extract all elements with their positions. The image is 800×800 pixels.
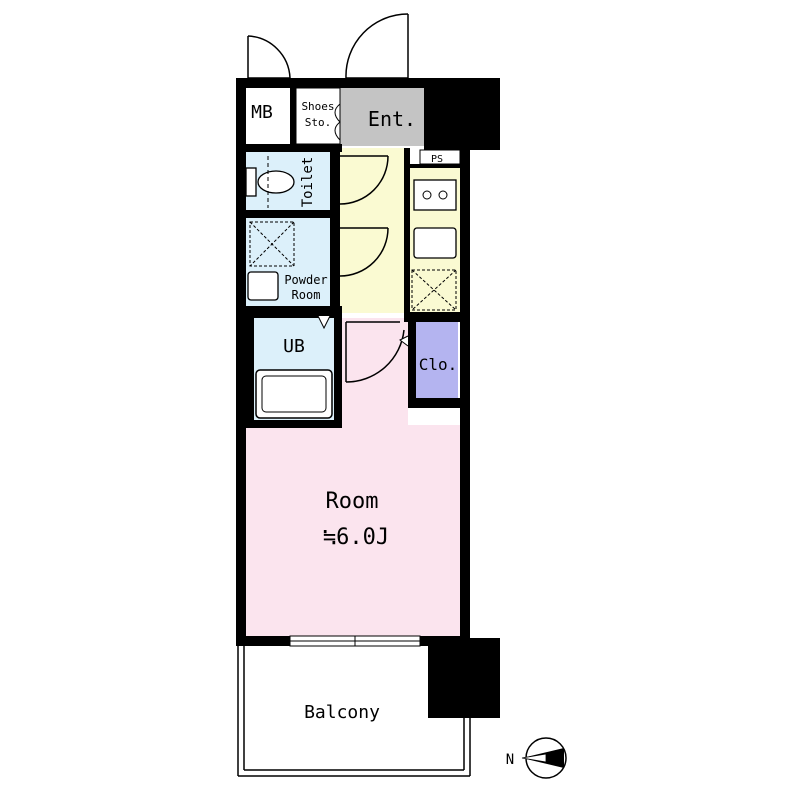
powder-room-label-2: Room	[292, 288, 321, 302]
toilet-label: Toilet	[300, 157, 316, 208]
mb-box	[246, 88, 290, 144]
corridor-area	[340, 148, 408, 313]
room-entry-area	[342, 318, 408, 428]
wall-kitchen-top	[404, 164, 468, 168]
wall-top	[236, 78, 500, 88]
compass-icon	[521, 737, 567, 779]
fridge-space-icon	[411, 269, 457, 311]
north-label: N	[506, 752, 514, 768]
wall-kitchen-bottom	[404, 312, 468, 322]
wall-toilet-powder	[246, 210, 334, 218]
wall-mb-divider	[290, 88, 296, 144]
wall-toilet-right	[330, 152, 340, 314]
mb-door	[247, 35, 291, 79]
powder-room-label-1: Powder	[284, 273, 327, 287]
toilet-icon	[245, 167, 295, 197]
wall-closet-bottom	[408, 398, 468, 408]
entrance-door	[345, 13, 409, 79]
entrance-label: Ent.	[368, 107, 416, 131]
wall-closet-left	[408, 318, 416, 408]
stove-icon	[413, 179, 457, 211]
wall-ub-top	[246, 306, 342, 318]
pillar-bottom-right	[428, 638, 500, 718]
kitchen-sink-icon	[413, 227, 457, 259]
powder-sink-icon	[247, 271, 279, 301]
closet-area	[416, 322, 458, 398]
ps-label: PS	[431, 154, 443, 165]
wall-kitchen-left	[404, 148, 410, 318]
burner-right-icon	[438, 190, 448, 200]
wall-right	[460, 148, 470, 638]
shoes-storage-label-2: Sto.	[305, 116, 332, 129]
room-size-label: ≒6.0J	[323, 525, 389, 550]
closet-door-mark-icon	[399, 335, 409, 347]
ps-box	[419, 149, 461, 165]
wall-left	[236, 80, 246, 646]
burner-left-icon	[422, 190, 432, 200]
bathtub-inner-icon	[261, 375, 327, 413]
main-room-area	[246, 425, 462, 637]
shoes-storage-label-1: Shoes	[301, 100, 334, 113]
entrance-area	[340, 86, 424, 146]
wall-ub-right	[334, 314, 342, 426]
shoes-storage-box	[295, 87, 341, 145]
wall-under-mb	[236, 144, 342, 152]
wall-ub-bottom	[246, 420, 342, 428]
powder-door	[339, 227, 389, 277]
balcony-outline	[237, 646, 471, 777]
closet-label: Clo.	[419, 355, 458, 374]
room-label: Room	[326, 489, 379, 514]
mb-label: MB	[251, 102, 273, 123]
ub-door-mark-icon	[317, 315, 331, 330]
wall-ub-left	[246, 314, 254, 426]
washer-pan-icon	[249, 221, 295, 267]
balcony-label: Balcony	[304, 702, 380, 723]
shoes-storage-door-icon	[334, 103, 341, 141]
toilet-door	[339, 155, 389, 205]
ub-label: UB	[283, 336, 305, 357]
pillar-top-right	[424, 78, 500, 150]
